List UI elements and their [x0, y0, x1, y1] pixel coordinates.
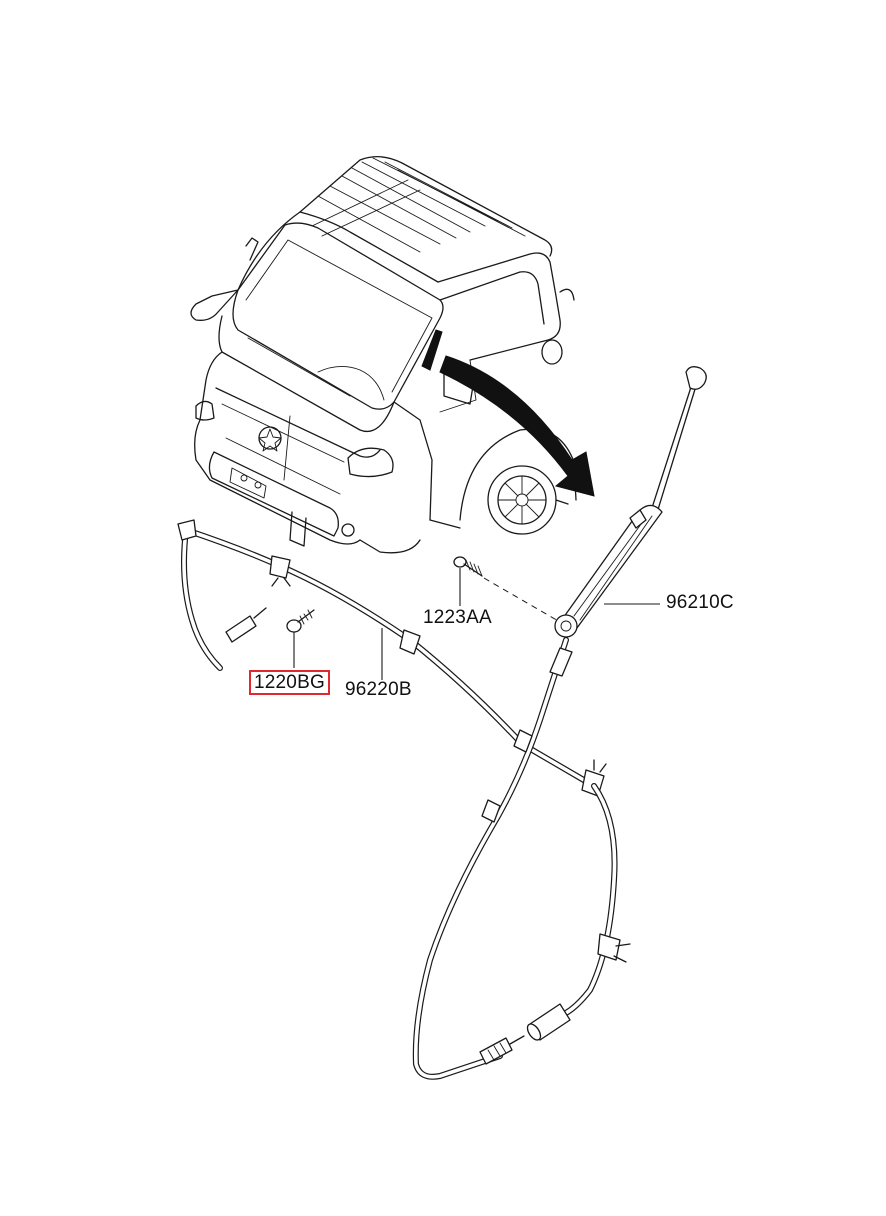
antenna-96210c — [554, 366, 707, 638]
part-label-96220b: 96220B — [345, 679, 412, 700]
part-label-1223aa: 1223AA — [423, 607, 492, 628]
part-label-96210c: 96210C — [666, 592, 734, 613]
truck-illustration — [190, 156, 577, 554]
part-label-1220bg: 1220BG — [249, 670, 330, 695]
screw-1220bg — [286, 609, 315, 668]
feeder-cable-96220b — [177, 519, 660, 1080]
location-arrow — [439, 355, 595, 497]
screw-1223aa — [453, 556, 561, 623]
